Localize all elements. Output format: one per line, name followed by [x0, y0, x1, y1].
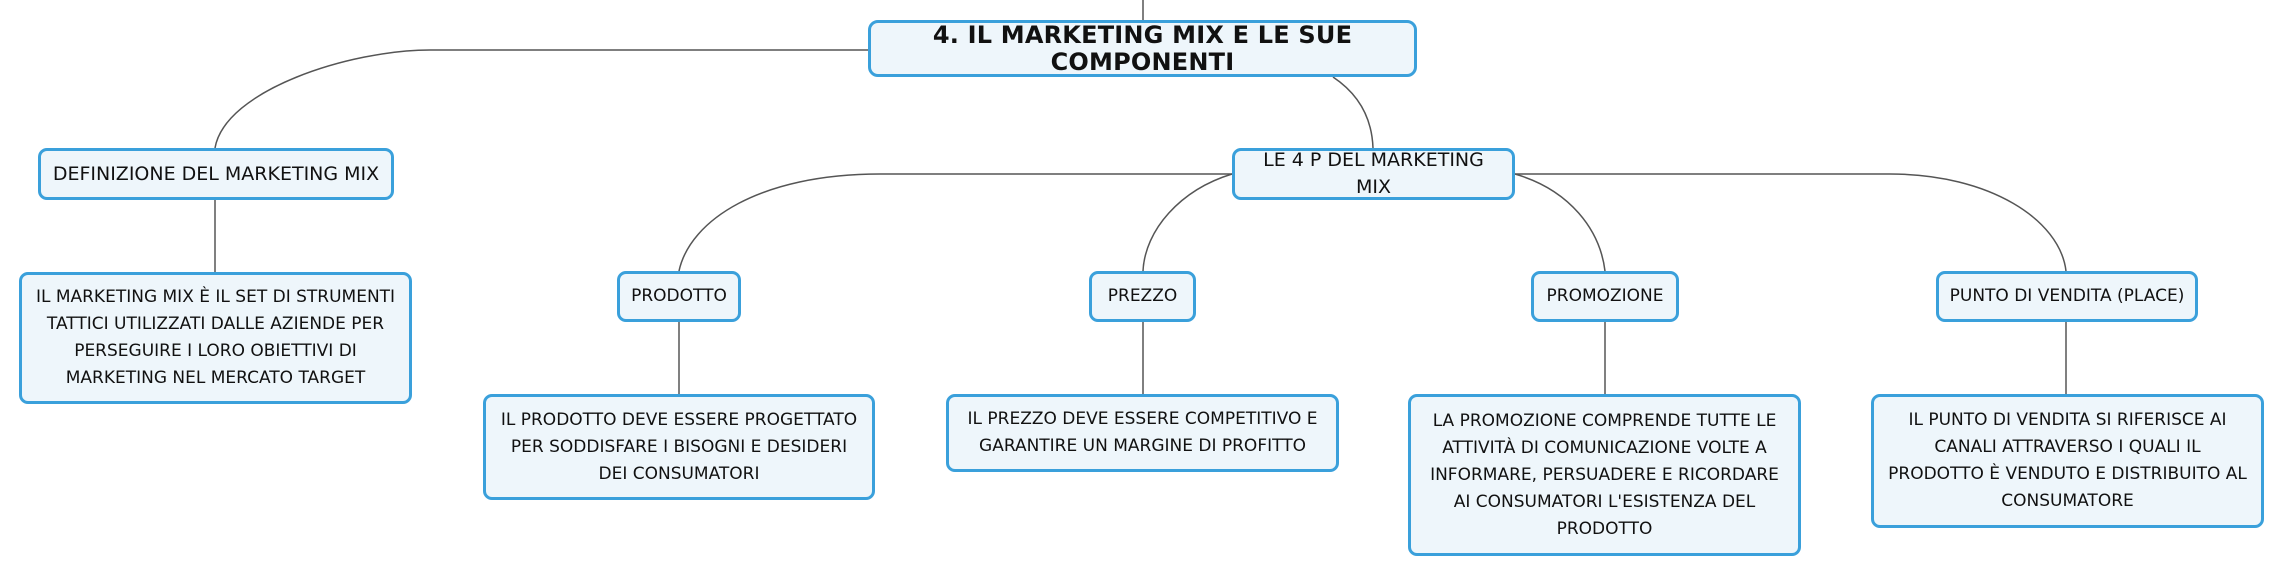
node-place[interactable]: PUNTO DI VENDITA (PLACE) — [1936, 271, 2198, 322]
connector-root-definizione — [214, 49, 868, 149]
connector-4p-prezzo — [1142, 173, 1233, 272]
connector-4p-promozione — [1514, 173, 1606, 272]
node-place-detail[interactable]: IL PUNTO DI VENDITA SI RIFERISCE AI CANA… — [1871, 394, 2264, 528]
node-place-label: PUNTO DI VENDITA (PLACE) — [1949, 286, 2185, 306]
node-4p-label: LE 4 P DEL MARKETING MIX — [1263, 149, 1484, 198]
root-node[interactable]: 4. IL MARKETING MIX E LE SUE COMPONENTI — [868, 20, 1417, 77]
node-prezzo-detail[interactable]: IL PREZZO DEVE ESSERE COMPETITIVO E GARA… — [946, 394, 1339, 472]
connector-root-4p — [1332, 76, 1374, 149]
node-prodotto-detail[interactable]: IL PRODOTTO DEVE ESSERE PROGETTATO PER S… — [483, 394, 875, 500]
node-definizione-detail-text: IL MARKETING MIX È IL SET DI STRUMENTI T… — [35, 287, 396, 388]
node-definizione[interactable]: DEFINIZIONE DEL MARKETING MIX — [38, 148, 394, 200]
node-prodotto[interactable]: PRODOTTO — [617, 271, 741, 322]
node-prezzo[interactable]: PREZZO — [1089, 271, 1196, 322]
root-label: 4. IL MARKETING MIX E LE SUE COMPONENTI — [932, 20, 1353, 76]
node-promozione-label: PROMOZIONE — [1546, 286, 1664, 306]
node-promozione-detail[interactable]: LA PROMOZIONE COMPRENDE TUTTE LE ATTIVIT… — [1408, 394, 1801, 556]
node-4p[interactable]: LE 4 P DEL MARKETING MIX — [1232, 148, 1515, 200]
node-prezzo-label: PREZZO — [1107, 286, 1178, 306]
node-definizione-label: DEFINIZIONE DEL MARKETING MIX — [52, 162, 380, 185]
node-place-detail-text: IL PUNTO DI VENDITA SI RIFERISCE AI CANA… — [1888, 410, 2247, 511]
connector-4p-place — [1515, 173, 2067, 272]
node-promozione[interactable]: PROMOZIONE — [1531, 271, 1679, 322]
node-prodotto-label: PRODOTTO — [631, 286, 727, 306]
node-prodotto-detail-text: IL PRODOTTO DEVE ESSERE PROGETTATO PER S… — [500, 409, 858, 484]
node-definizione-detail[interactable]: IL MARKETING MIX È IL SET DI STRUMENTI T… — [19, 272, 412, 404]
node-prezzo-detail-text: IL PREZZO DEVE ESSERE COMPETITIVO E GARA… — [967, 409, 1318, 456]
connector-4p-prodotto — [678, 173, 1232, 272]
node-promozione-detail-text: LA PROMOZIONE COMPRENDE TUTTE LE ATTIVIT… — [1430, 410, 1779, 539]
